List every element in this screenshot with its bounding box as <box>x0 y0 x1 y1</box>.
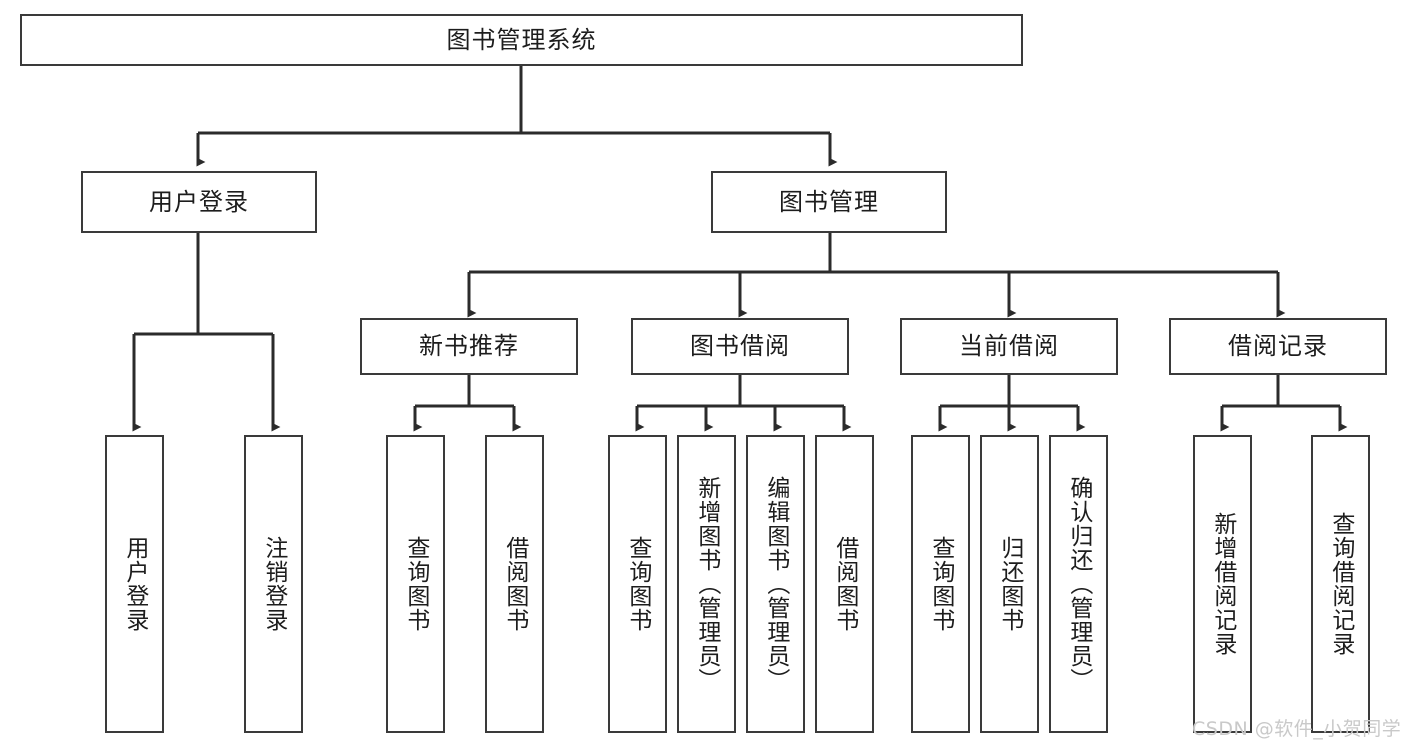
leaf-current-query-book[interactable]: 查询图书 <box>911 435 970 733</box>
node-label: 查询图书 <box>624 536 651 632</box>
node-label: 查询图书 <box>402 536 429 632</box>
node-label: 借阅图书 <box>831 536 858 632</box>
node-user-login[interactable]: 用户登录 <box>81 171 317 233</box>
leaf-current-return-book[interactable]: 归还图书 <box>980 435 1039 733</box>
node-label: 图书管理系统 <box>446 25 597 54</box>
node-root-book-management-system[interactable]: 图书管理系统 <box>20 14 1023 66</box>
node-label: 编辑图书（管理员） <box>762 476 789 692</box>
node-label: 用户登录 <box>149 187 249 216</box>
node-label: 新增借阅记录 <box>1209 512 1236 656</box>
leaf-records-query-record[interactable]: 查询借阅记录 <box>1311 435 1370 733</box>
csdn-watermark: CSDN @软件_小贺同学 <box>1192 718 1402 740</box>
node-label: 当前借阅 <box>959 332 1059 361</box>
node-label: 新增图书（管理员） <box>693 476 720 692</box>
leaf-records-add-record[interactable]: 新增借阅记录 <box>1193 435 1252 733</box>
node-book-borrow[interactable]: 图书借阅 <box>631 318 849 375</box>
node-label: 查询借阅记录 <box>1327 512 1354 656</box>
leaf-borrow-query-book[interactable]: 查询图书 <box>608 435 667 733</box>
leaf-current-confirm-return-admin[interactable]: 确认归还（管理员） <box>1049 435 1108 733</box>
node-borrow-records[interactable]: 借阅记录 <box>1169 318 1387 375</box>
node-label: 图书借阅 <box>690 332 790 361</box>
node-label: 用户登录 <box>121 536 148 632</box>
node-label: 注销登录 <box>260 536 287 632</box>
node-label: 借阅记录 <box>1228 332 1328 361</box>
node-label: 图书管理 <box>779 187 879 216</box>
leaf-recommend-borrow-book[interactable]: 借阅图书 <box>485 435 544 733</box>
node-label: 归还图书 <box>996 536 1023 632</box>
leaf-borrow-borrow-book[interactable]: 借阅图书 <box>815 435 874 733</box>
node-book-management[interactable]: 图书管理 <box>711 171 947 233</box>
node-label: 新书推荐 <box>419 332 519 361</box>
node-label: 查询图书 <box>927 536 954 632</box>
node-current-borrow[interactable]: 当前借阅 <box>900 318 1118 375</box>
leaf-borrow-edit-book-admin[interactable]: 编辑图书（管理员） <box>746 435 805 733</box>
node-new-book-recommend[interactable]: 新书推荐 <box>360 318 578 375</box>
leaf-borrow-add-book-admin[interactable]: 新增图书（管理员） <box>677 435 736 733</box>
leaf-user-login-login[interactable]: 用户登录 <box>105 435 164 733</box>
leaf-recommend-query-book[interactable]: 查询图书 <box>386 435 445 733</box>
node-label: 借阅图书 <box>501 536 528 632</box>
leaf-user-login-logout[interactable]: 注销登录 <box>244 435 303 733</box>
node-label: 确认归还（管理员） <box>1065 476 1092 692</box>
